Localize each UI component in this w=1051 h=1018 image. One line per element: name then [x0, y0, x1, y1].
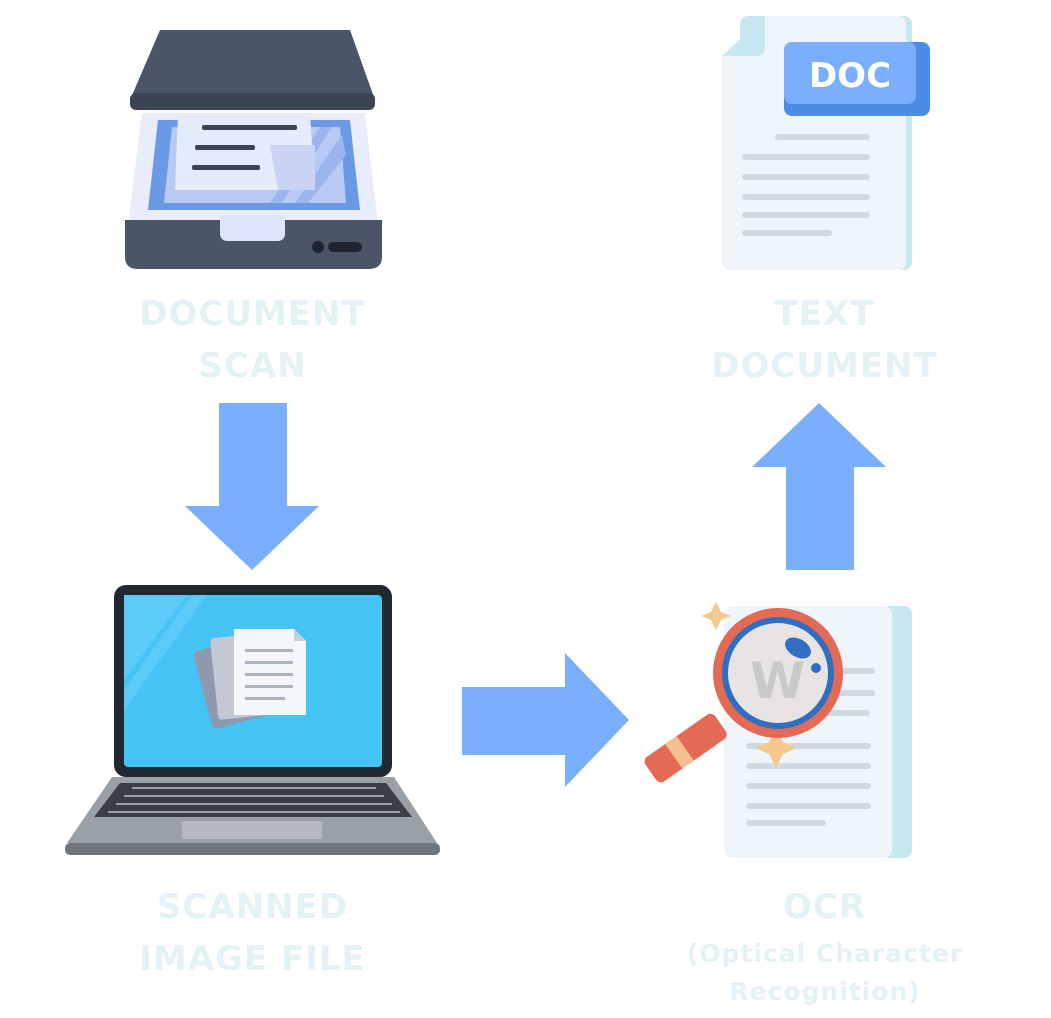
label-line: TEXT: [774, 294, 875, 334]
svg-text:W: W: [750, 652, 805, 710]
label-line: DOCUMENT: [711, 346, 938, 386]
laptop-icon: [65, 585, 440, 855]
label-line: OCR: [782, 887, 867, 927]
scanner-icon: [125, 30, 382, 269]
label-line: IMAGE FILE: [139, 939, 366, 979]
doc-badge-text: DOC: [809, 56, 891, 96]
text-document-label: TEXT DOCUMENT: [672, 288, 977, 392]
ocr-subtitle: (Optical Character Recognition): [655, 935, 995, 1011]
up-arrow-icon: [752, 403, 886, 570]
magnifier-document-icon: W: [644, 602, 912, 858]
label-line: Recognition): [729, 977, 921, 1006]
document-scan-label: DOCUMENT SCAN: [100, 288, 405, 392]
doc-file-icon: DOC: [722, 16, 930, 270]
label-line: (Optical Character: [686, 939, 964, 968]
label-line: SCAN: [198, 346, 307, 386]
right-arrow-icon: [462, 653, 629, 787]
label-line: SCANNED: [156, 887, 349, 927]
label-line: DOCUMENT: [139, 294, 366, 334]
scanned-image-file-label: SCANNED IMAGE FILE: [100, 881, 405, 985]
down-arrow-icon: [185, 403, 319, 570]
ocr-label: OCR: [672, 881, 977, 933]
